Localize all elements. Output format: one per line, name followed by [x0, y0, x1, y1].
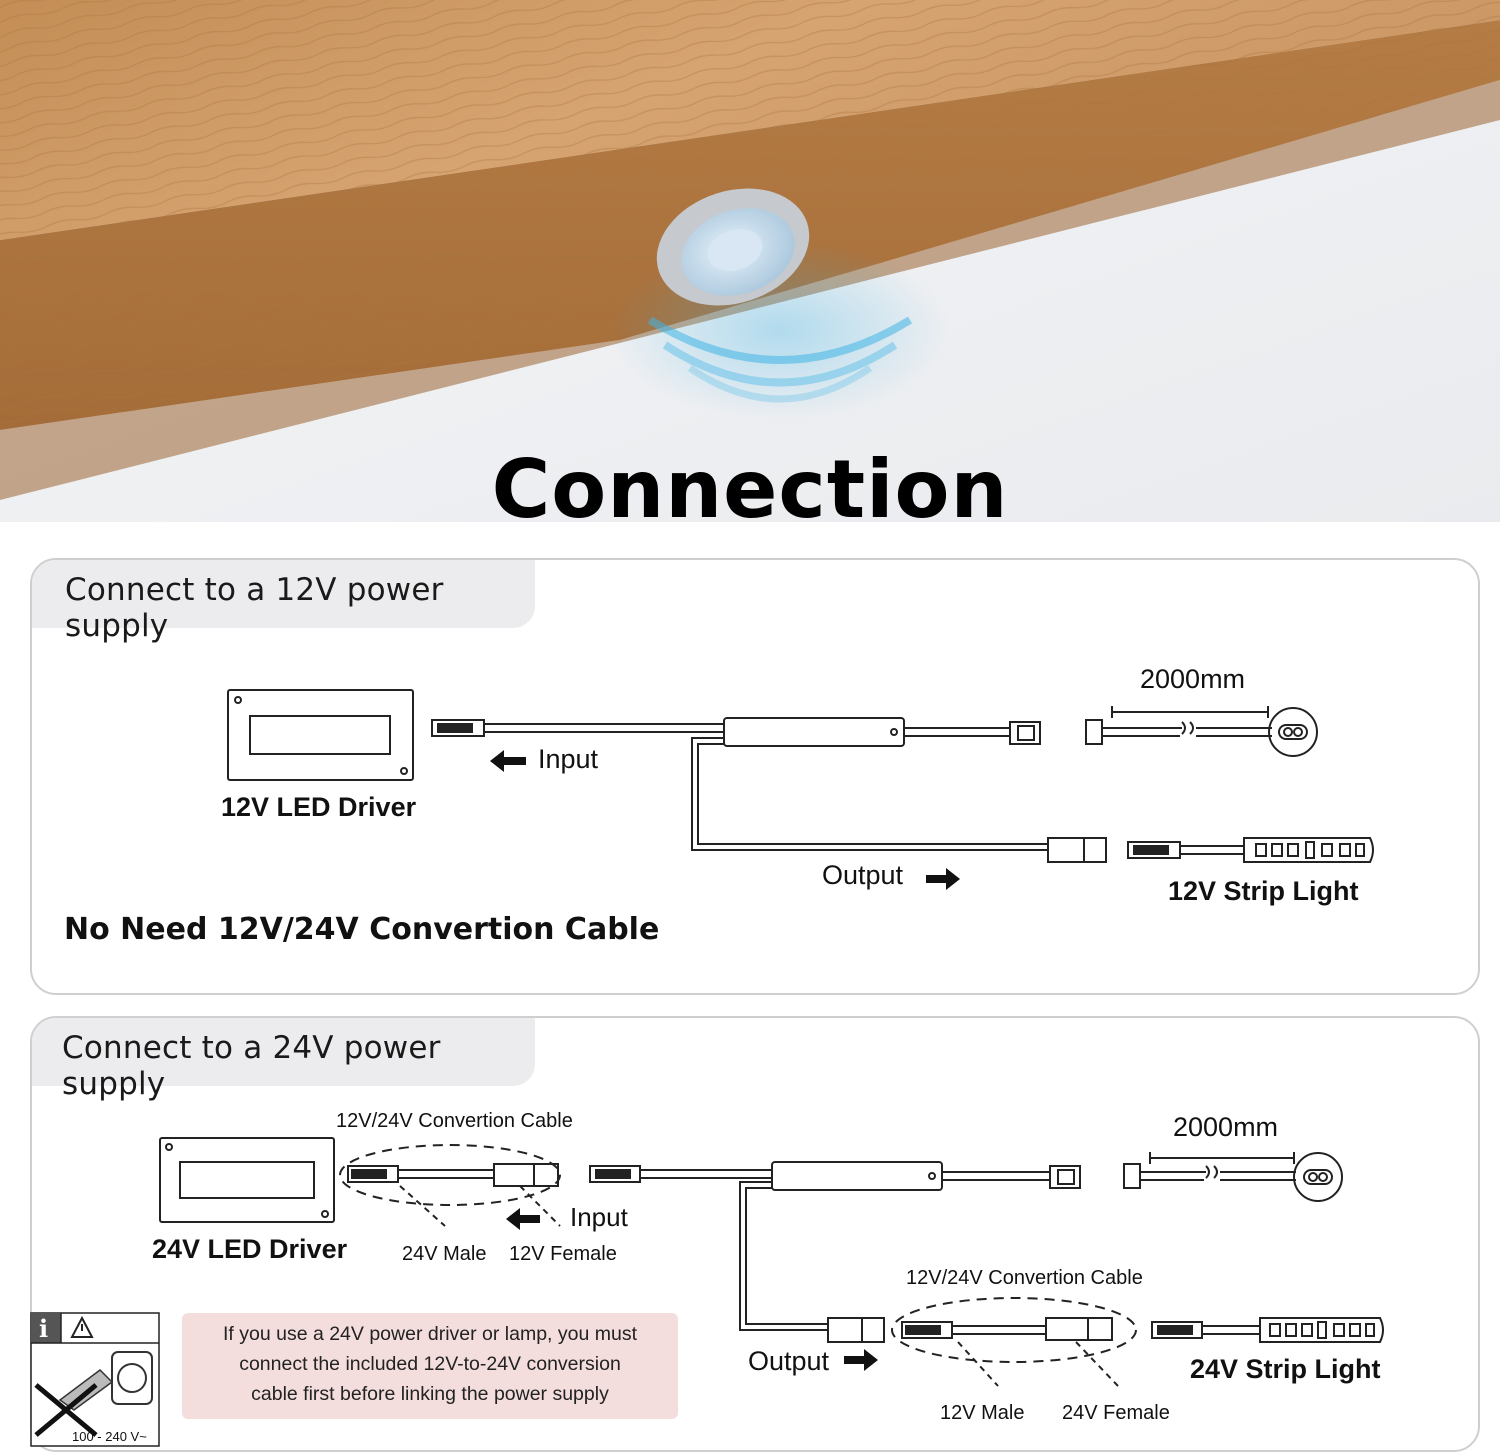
- strip-light-icon: [1243, 837, 1374, 863]
- panel-24v-title: Connect to a 24V power supply: [62, 1030, 441, 1102]
- motion-sensor-head-24v-icon: [1293, 1152, 1343, 1202]
- panel-12v-header: Connect to a 12V power supply: [32, 560, 535, 644]
- strip-12v-label: 12V Strip Light: [1168, 876, 1359, 906]
- length-24v-label: 2000mm: [1173, 1112, 1279, 1142]
- warning-line: connect the included 12V-to-24V conversi…: [239, 1353, 621, 1375]
- panel-12v-title: Connect to a 12V power supply: [65, 572, 444, 644]
- motion-sensor-head-icon: [1268, 707, 1318, 757]
- warning-line: If you use a 24V power driver or lamp, y…: [222, 1323, 638, 1345]
- sensor-plug-icon: [1085, 719, 1103, 745]
- female-top-label: 12V Female: [509, 1243, 617, 1265]
- arrow-left-24v-icon: [506, 1208, 540, 1230]
- panel-24v-header: Connect to a 24V power supply: [32, 1018, 535, 1102]
- socket-warning-icon: [30, 1312, 160, 1447]
- strip-plug-icon: [1127, 841, 1181, 859]
- hero-image: [0, 0, 1500, 522]
- conversion-cable-top-label: 12V/24V Convertion Cable: [336, 1110, 573, 1132]
- male-top-label: 24V Male: [402, 1243, 487, 1265]
- driver-12v-label: 12V LED Driver: [221, 792, 417, 822]
- voltage-label: 100 - 240 V~: [72, 1429, 147, 1444]
- strip-light-24v-icon: [1259, 1317, 1384, 1343]
- sensor-hub-24v-icon: [771, 1161, 943, 1191]
- arrow-left-icon: [490, 750, 526, 772]
- arrow-right-24v-icon: [844, 1349, 878, 1371]
- warning-line: cable first before linking the power sup…: [251, 1383, 609, 1405]
- male-bottom-label: 12V Male: [940, 1402, 1025, 1424]
- wood-cabinet-illustration: [0, 0, 1500, 522]
- led-driver-24v-icon: [159, 1137, 335, 1223]
- input-plug-icon: [431, 719, 485, 737]
- output-24v-label: Output: [748, 1346, 830, 1376]
- no-cable-note: No Need 12V/24V Convertion Cable: [64, 912, 660, 947]
- strip-24v-label: 24V Strip Light: [1190, 1354, 1381, 1384]
- sensor-hub-icon: [723, 717, 905, 747]
- length-12v-label: 2000mm: [1140, 664, 1246, 694]
- panel-12v: Connect to a 12V power supply: [30, 558, 1480, 995]
- output-socket-icon: [1047, 837, 1107, 863]
- output-12v-label: Output: [822, 860, 904, 890]
- female-bottom-label: 24V Female: [1062, 1402, 1170, 1424]
- warning-box: If you use a 24V power driver or lamp, y…: [182, 1313, 678, 1419]
- input-24v-label: Input: [570, 1202, 628, 1232]
- conversion-cable-bottom-label: 12V/24V Convertion Cable: [906, 1267, 1143, 1289]
- input-12v-label: Input: [538, 744, 599, 774]
- sensor-socket-icon: [1009, 721, 1041, 745]
- conversion-cable-bottom-group: [891, 1297, 1137, 1363]
- conversion-cable-top-group: [339, 1144, 561, 1206]
- led-driver-12v-icon: [227, 689, 414, 781]
- arrow-right-icon: [926, 868, 960, 890]
- info-icon: i: [39, 1314, 49, 1343]
- driver-24v-label: 24V LED Driver: [152, 1234, 348, 1264]
- page-title: Connection: [491, 443, 1009, 536]
